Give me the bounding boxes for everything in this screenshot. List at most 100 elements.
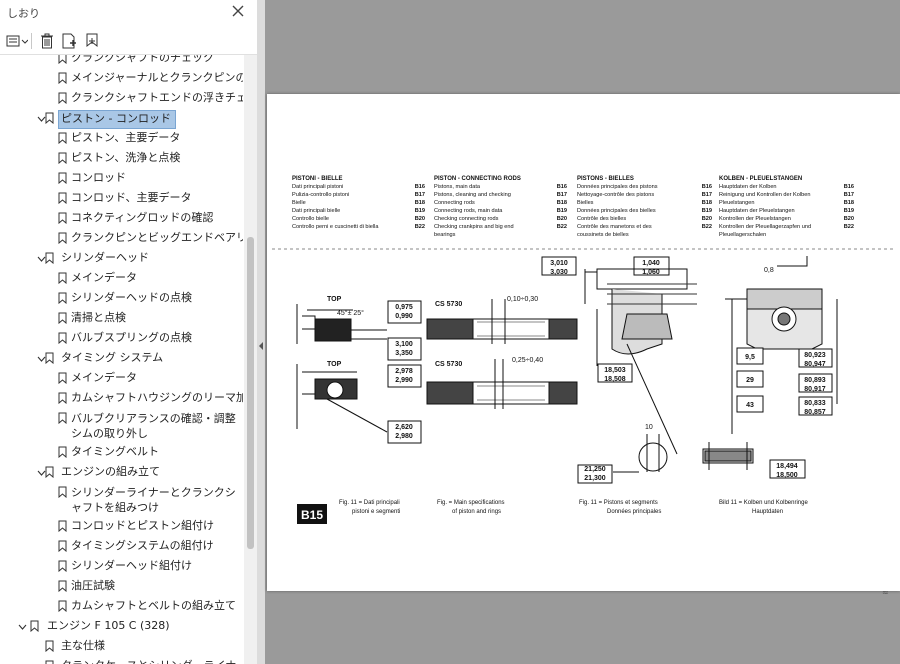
bookmark-item[interactable]: クランクピンとビッグエンドベアリングの点検: [0, 228, 243, 248]
toc-line: Hauptdaten der Kolben: [719, 184, 777, 190]
toc-page-ref: B16: [557, 184, 567, 190]
toc-page-ref: B22: [415, 224, 425, 230]
expander-icon[interactable]: [18, 621, 27, 630]
bookmark-item[interactable]: シリンダーヘッド組付け: [0, 556, 243, 576]
toc-page-ref: B18: [557, 200, 567, 206]
bookmark-icon: [58, 540, 67, 553]
scrollbar-thumb[interactable]: [247, 237, 254, 549]
expander-icon[interactable]: [37, 467, 46, 476]
bookmark-icon: [45, 112, 54, 125]
toc-page-ref: B20: [702, 216, 712, 222]
drawing-ring-section-bottom: TOP: [296, 361, 422, 444]
bookmark-icon: [45, 466, 54, 479]
bookmark-item[interactable]: ピストン、洗浄と点検: [0, 148, 243, 168]
bookmark-item[interactable]: クランクシャフトのチェック: [0, 55, 243, 68]
expander-icon[interactable]: [37, 353, 46, 362]
toc-line: Données principales des bielles: [577, 208, 656, 214]
bookmark-item[interactable]: バルブスプリングの点検: [0, 328, 243, 348]
bookmark-item[interactable]: クランクシャフトエンドの浮きチェック: [0, 88, 243, 108]
collapse-arrow-icon[interactable]: [258, 336, 264, 350]
bookmark-item[interactable]: コンロッド: [0, 168, 243, 188]
toc-line: Pleuellagerschalen: [719, 232, 766, 238]
toc-heading: PISTONS - BIELLES: [577, 176, 634, 182]
toc-page-ref: B17: [415, 192, 425, 198]
drawing-piston-pin: [702, 442, 806, 479]
toc-line: Contrôle des bielles: [577, 216, 626, 222]
close-icon[interactable]: [230, 3, 246, 19]
bookmark-label: シリンダーライナーとクランクシャフトを組みつけ: [71, 486, 236, 514]
bookmark-item[interactable]: コンロッドとピストン組付け: [0, 516, 243, 536]
bookmark-icon: [58, 486, 67, 499]
bookmarks-scrollbar[interactable]: [244, 55, 257, 664]
toc-page-ref: B16: [702, 184, 712, 190]
bookmark-label: コンロッド、主要データ: [71, 191, 192, 204]
bookmark-item[interactable]: タイミング システム: [0, 348, 243, 368]
bookmark-item[interactable]: タイミングベルト: [0, 442, 243, 462]
bookmark-item[interactable]: メインジャーナルとクランクピンのチェック: [0, 68, 243, 88]
bookmark-item[interactable]: シリンダーヘッドの点検: [0, 288, 243, 308]
bookmark-label: シリンダーヘッド: [61, 251, 149, 264]
toc-page-ref: B16: [415, 184, 425, 190]
trash-icon[interactable]: [38, 31, 56, 51]
toc-line: Nettoyage-contrôle des pistons: [577, 192, 654, 198]
bookmark-icon: [58, 55, 67, 65]
expander-icon[interactable]: [37, 253, 46, 262]
bookmark-item[interactable]: 主な仕様: [0, 636, 243, 656]
toc-line: Pulizia-controllo pistoni: [292, 192, 349, 198]
bookmark-item[interactable]: カムシャフトハウジングのリーマ加工: [0, 388, 243, 408]
bookmark-item[interactable]: ピストン、主要データ: [0, 128, 243, 148]
bookmark-icon: [45, 640, 54, 653]
toc-line: Dati principali pistoni: [292, 184, 343, 190]
bookmark-item[interactable]: クランクケースとシリンダーライナー: [0, 656, 243, 664]
bookmark-label: メインデータ: [71, 371, 137, 384]
bookmark-item[interactable]: ピストン - コンロッド: [0, 108, 243, 129]
toc-line: Hauptdaten der Pleuelstangen: [719, 208, 795, 214]
bookmark-item[interactable]: コネクティングロッドの確認: [0, 208, 243, 228]
bookmark-properties-icon[interactable]: [83, 31, 101, 51]
dim-top2: TOP: [327, 361, 342, 368]
dim-top1: TOP: [327, 296, 342, 303]
bookmark-icon: [58, 72, 67, 85]
bookmark-label: 清掃と点検: [71, 311, 126, 324]
bookmark-item[interactable]: 清掃と点検: [0, 308, 243, 328]
bookmark-item[interactable]: エンジン F 105 C (328): [0, 616, 243, 636]
toc-line: Controllo bielle: [292, 216, 329, 222]
dim-clr2: 0,25÷0,40: [512, 357, 543, 364]
bookmark-label: シリンダーヘッドの点検: [71, 291, 192, 304]
bookmark-item[interactable]: シリンダーライナーとクランクシャフトを組みつけ: [0, 482, 243, 516]
bookmark-item[interactable]: カムシャフトとベルトの組み立て: [0, 596, 243, 616]
bookmark-label: カムシャフトとベルトの組み立て: [71, 599, 236, 612]
bookmark-item[interactable]: メインデータ: [0, 268, 243, 288]
bookmark-label: バルブスプリングの点検: [71, 331, 192, 344]
dim-angle: 45°± 25°: [337, 309, 364, 317]
toc-page-ref: B16: [844, 184, 854, 190]
toc-page-ref: B19: [844, 208, 854, 214]
bookmark-icon: [58, 172, 67, 185]
toc-page-ref: B20: [844, 216, 854, 222]
bookmark-label: 油圧試験: [71, 579, 115, 592]
toc-page-ref: B17: [557, 192, 567, 198]
bookmark-item[interactable]: シリンダーヘッド: [0, 248, 243, 268]
bookmark-icon: [58, 132, 67, 145]
expander-icon[interactable]: [37, 113, 46, 122]
bookmark-item[interactable]: バルブクリアランスの確認・調整 シムの取り外し: [0, 408, 243, 442]
bookmark-icon: [58, 292, 67, 305]
bookmark-item[interactable]: メインデータ: [0, 368, 243, 388]
bookmark-icon: [58, 332, 67, 345]
toc-line: Bielle: [292, 200, 306, 206]
bookmark-label: メインジャーナルとクランクピンのチェック: [71, 71, 243, 84]
bookmark-item[interactable]: エンジンの組み立て: [0, 462, 243, 482]
bookmark-item[interactable]: コンロッド、主要データ: [0, 188, 243, 208]
toc-line: coussinets de bielles: [577, 232, 629, 238]
bookmark-item[interactable]: タイミングシステムの組付け: [0, 536, 243, 556]
panel-splitter[interactable]: [257, 0, 265, 664]
bookmarks-panel: しおり クランクシャフトのチェックメインジャーナルとクランクピンのチェッククラン…: [0, 0, 258, 664]
add-bookmark-icon[interactable]: [60, 31, 78, 51]
toc-page-ref: B18: [844, 200, 854, 206]
toc-page-ref: B20: [557, 216, 567, 222]
bookmark-item[interactable]: 油圧試験: [0, 576, 243, 596]
bookmark-icon: [58, 372, 67, 385]
list-options-icon[interactable]: [6, 31, 28, 51]
